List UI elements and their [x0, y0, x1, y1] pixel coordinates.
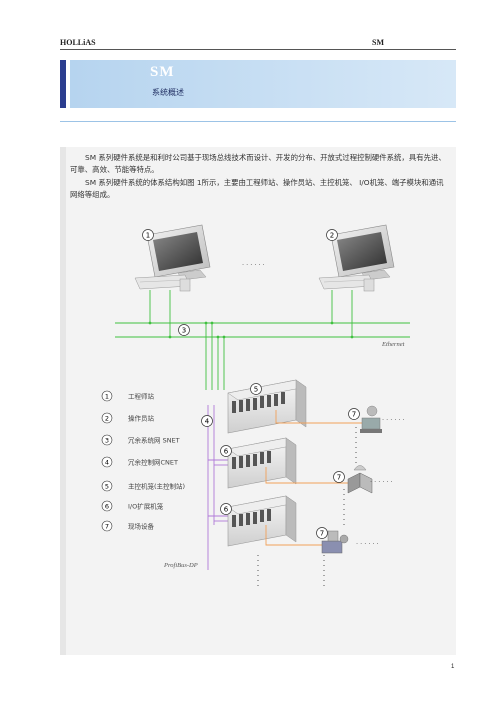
system-architecture-diagram: · · · · · · Ethernet ProfiBus-DP — [101, 224, 410, 587]
io-expansion-cage-icon — [227, 495, 297, 547]
svg-text:7: 7 — [105, 523, 109, 531]
main-control-cage-icon — [227, 379, 307, 434]
field-device-icon — [360, 405, 382, 433]
diagram-legend: 1 工程师站 2 操作员站 3 冗余系统网 SNET 4 冗余控制网CNET 5 主控机笼… — [101, 390, 185, 532]
svg-text:2: 2 — [330, 232, 334, 240]
io-expansion-cage-icon — [227, 437, 297, 489]
svg-text:主控机笼(主控制站): 主控机笼(主控制站) — [128, 482, 185, 491]
svg-text:4: 4 — [205, 418, 210, 426]
field-line — [265, 525, 328, 546]
callout-7c: 7 — [316, 527, 328, 539]
svg-text:工程师站: 工程师站 — [128, 392, 155, 401]
ethernet-label: Ethernet — [381, 341, 405, 348]
svg-text:7: 7 — [320, 530, 324, 538]
intro-paragraph-1: SM 系列硬件系统是和利时公司基于现场总线技术而设计、开发的分布、开放式过程控制… — [70, 153, 446, 174]
more-devices-dots: · · · · · · — [382, 416, 405, 424]
callout-3: 3 — [178, 324, 190, 336]
legend-item: 7 现场设备 — [101, 520, 155, 532]
svg-text:冗余控制网CNET: 冗余控制网CNET — [128, 458, 178, 467]
profibus-label: ProfiBus-DP — [163, 562, 198, 569]
field-device-icon — [321, 530, 349, 554]
page-number: 1 — [451, 664, 455, 670]
field-line — [275, 410, 365, 424]
operator-station-icon — [318, 224, 395, 292]
engineer-station-icon — [134, 224, 211, 292]
svg-text:现场设备: 现场设备 — [128, 522, 155, 531]
callout-5: 5 — [250, 383, 262, 395]
callout-4: 4 — [201, 415, 213, 427]
callout-6b: 6 — [220, 503, 232, 515]
field-device-icon — [347, 465, 373, 494]
legend-item: 3 冗余系统网 SNET — [101, 434, 180, 446]
header-left: HOLLiAS — [60, 38, 96, 47]
banner-accent-bar — [60, 60, 66, 108]
legend-item: 2 操作员站 — [101, 412, 155, 424]
section-banner — [70, 60, 456, 108]
svg-text:3: 3 — [105, 437, 109, 445]
svg-text:4: 4 — [105, 459, 109, 467]
callout-7a: 7 — [348, 408, 360, 420]
svg-text:7: 7 — [352, 411, 356, 419]
svg-text:操作员站: 操作员站 — [128, 414, 155, 423]
legend-item: 5 主控机笼(主控制站) — [101, 480, 185, 492]
header-rule — [60, 49, 456, 50]
legend-item: 1 工程师站 — [101, 390, 155, 402]
legend-item: 4 冗余控制网CNET — [101, 456, 178, 468]
intro-paragraph-2: SM 系列硬件系统的体系结构如图 1所示，主要由工程师站、操作员站、主控机笼、 … — [70, 178, 444, 199]
svg-text:1: 1 — [105, 393, 109, 401]
callout-6: 6 — [220, 445, 232, 457]
legend-item: 6 I/O扩展机笼 — [101, 500, 164, 512]
svg-text:5: 5 — [105, 483, 109, 491]
svg-text:6: 6 — [224, 448, 229, 456]
svg-text:3: 3 — [182, 327, 186, 335]
more-devices-dots: · · · · · · — [356, 540, 379, 548]
section-subtitle: 系统概述 — [152, 88, 184, 97]
section-title: SM — [150, 64, 175, 80]
svg-text:I/O扩展机笼: I/O扩展机笼 — [128, 502, 164, 511]
callout-7b: 7 — [333, 471, 345, 483]
callout-1: 1 — [142, 229, 154, 241]
more-devices-dots: · · · · · · — [370, 478, 393, 486]
svg-text:5: 5 — [254, 386, 258, 394]
svg-text:6: 6 — [224, 506, 229, 514]
svg-text:2: 2 — [105, 415, 109, 423]
field-line — [265, 467, 350, 484]
svg-text:7: 7 — [337, 474, 341, 482]
header-right: SM — [372, 38, 384, 47]
svg-text:1: 1 — [146, 232, 150, 240]
more-stations-dots: · · · · · · — [242, 261, 265, 269]
content-panel-margin — [60, 147, 66, 655]
callout-2: 2 — [326, 229, 338, 241]
section-rule — [60, 121, 456, 122]
svg-text:冗余系统网 SNET: 冗余系统网 SNET — [128, 436, 180, 445]
svg-text:6: 6 — [105, 503, 109, 511]
